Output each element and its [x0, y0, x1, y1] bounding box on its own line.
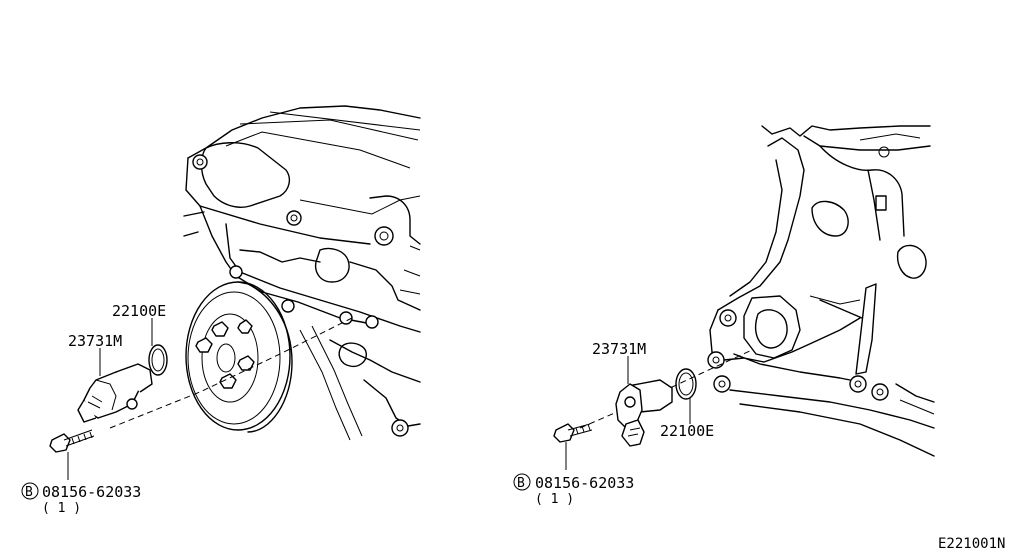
- right-bolt-qty: ( 1 ): [535, 492, 574, 507]
- left-cam-position-sensor: [77, 363, 153, 423]
- right-bolt-symbol: B: [517, 476, 525, 491]
- right-oring: [675, 368, 697, 400]
- diagram-ref: E221001N: [938, 536, 1005, 552]
- right-bolt-part-label: 08156-62033: [535, 474, 634, 492]
- left-oring: [148, 344, 168, 376]
- right-engine-view: [553, 125, 935, 470]
- left-bolt-callout: B 08156-62033 ( 1 ): [21, 482, 141, 516]
- left-bolt-qty: ( 1 ): [42, 501, 81, 516]
- left-bolt-part-label: 08156-62033: [42, 483, 141, 501]
- right-bolt: [553, 423, 593, 443]
- left-bolt: [49, 429, 95, 453]
- left-bolt-symbol: B: [25, 485, 33, 500]
- left-engine-view: [49, 105, 421, 480]
- right-cam-position-sensor: [615, 379, 673, 447]
- left-sensor-label: 23731M: [68, 332, 122, 350]
- right-bolt-callout: B 08156-62033 ( 1 ): [513, 473, 634, 507]
- right-sensor-label: 23731M: [592, 340, 646, 358]
- right-oring-label: 22100E: [660, 422, 714, 440]
- left-oring-label: 22100E: [112, 302, 166, 320]
